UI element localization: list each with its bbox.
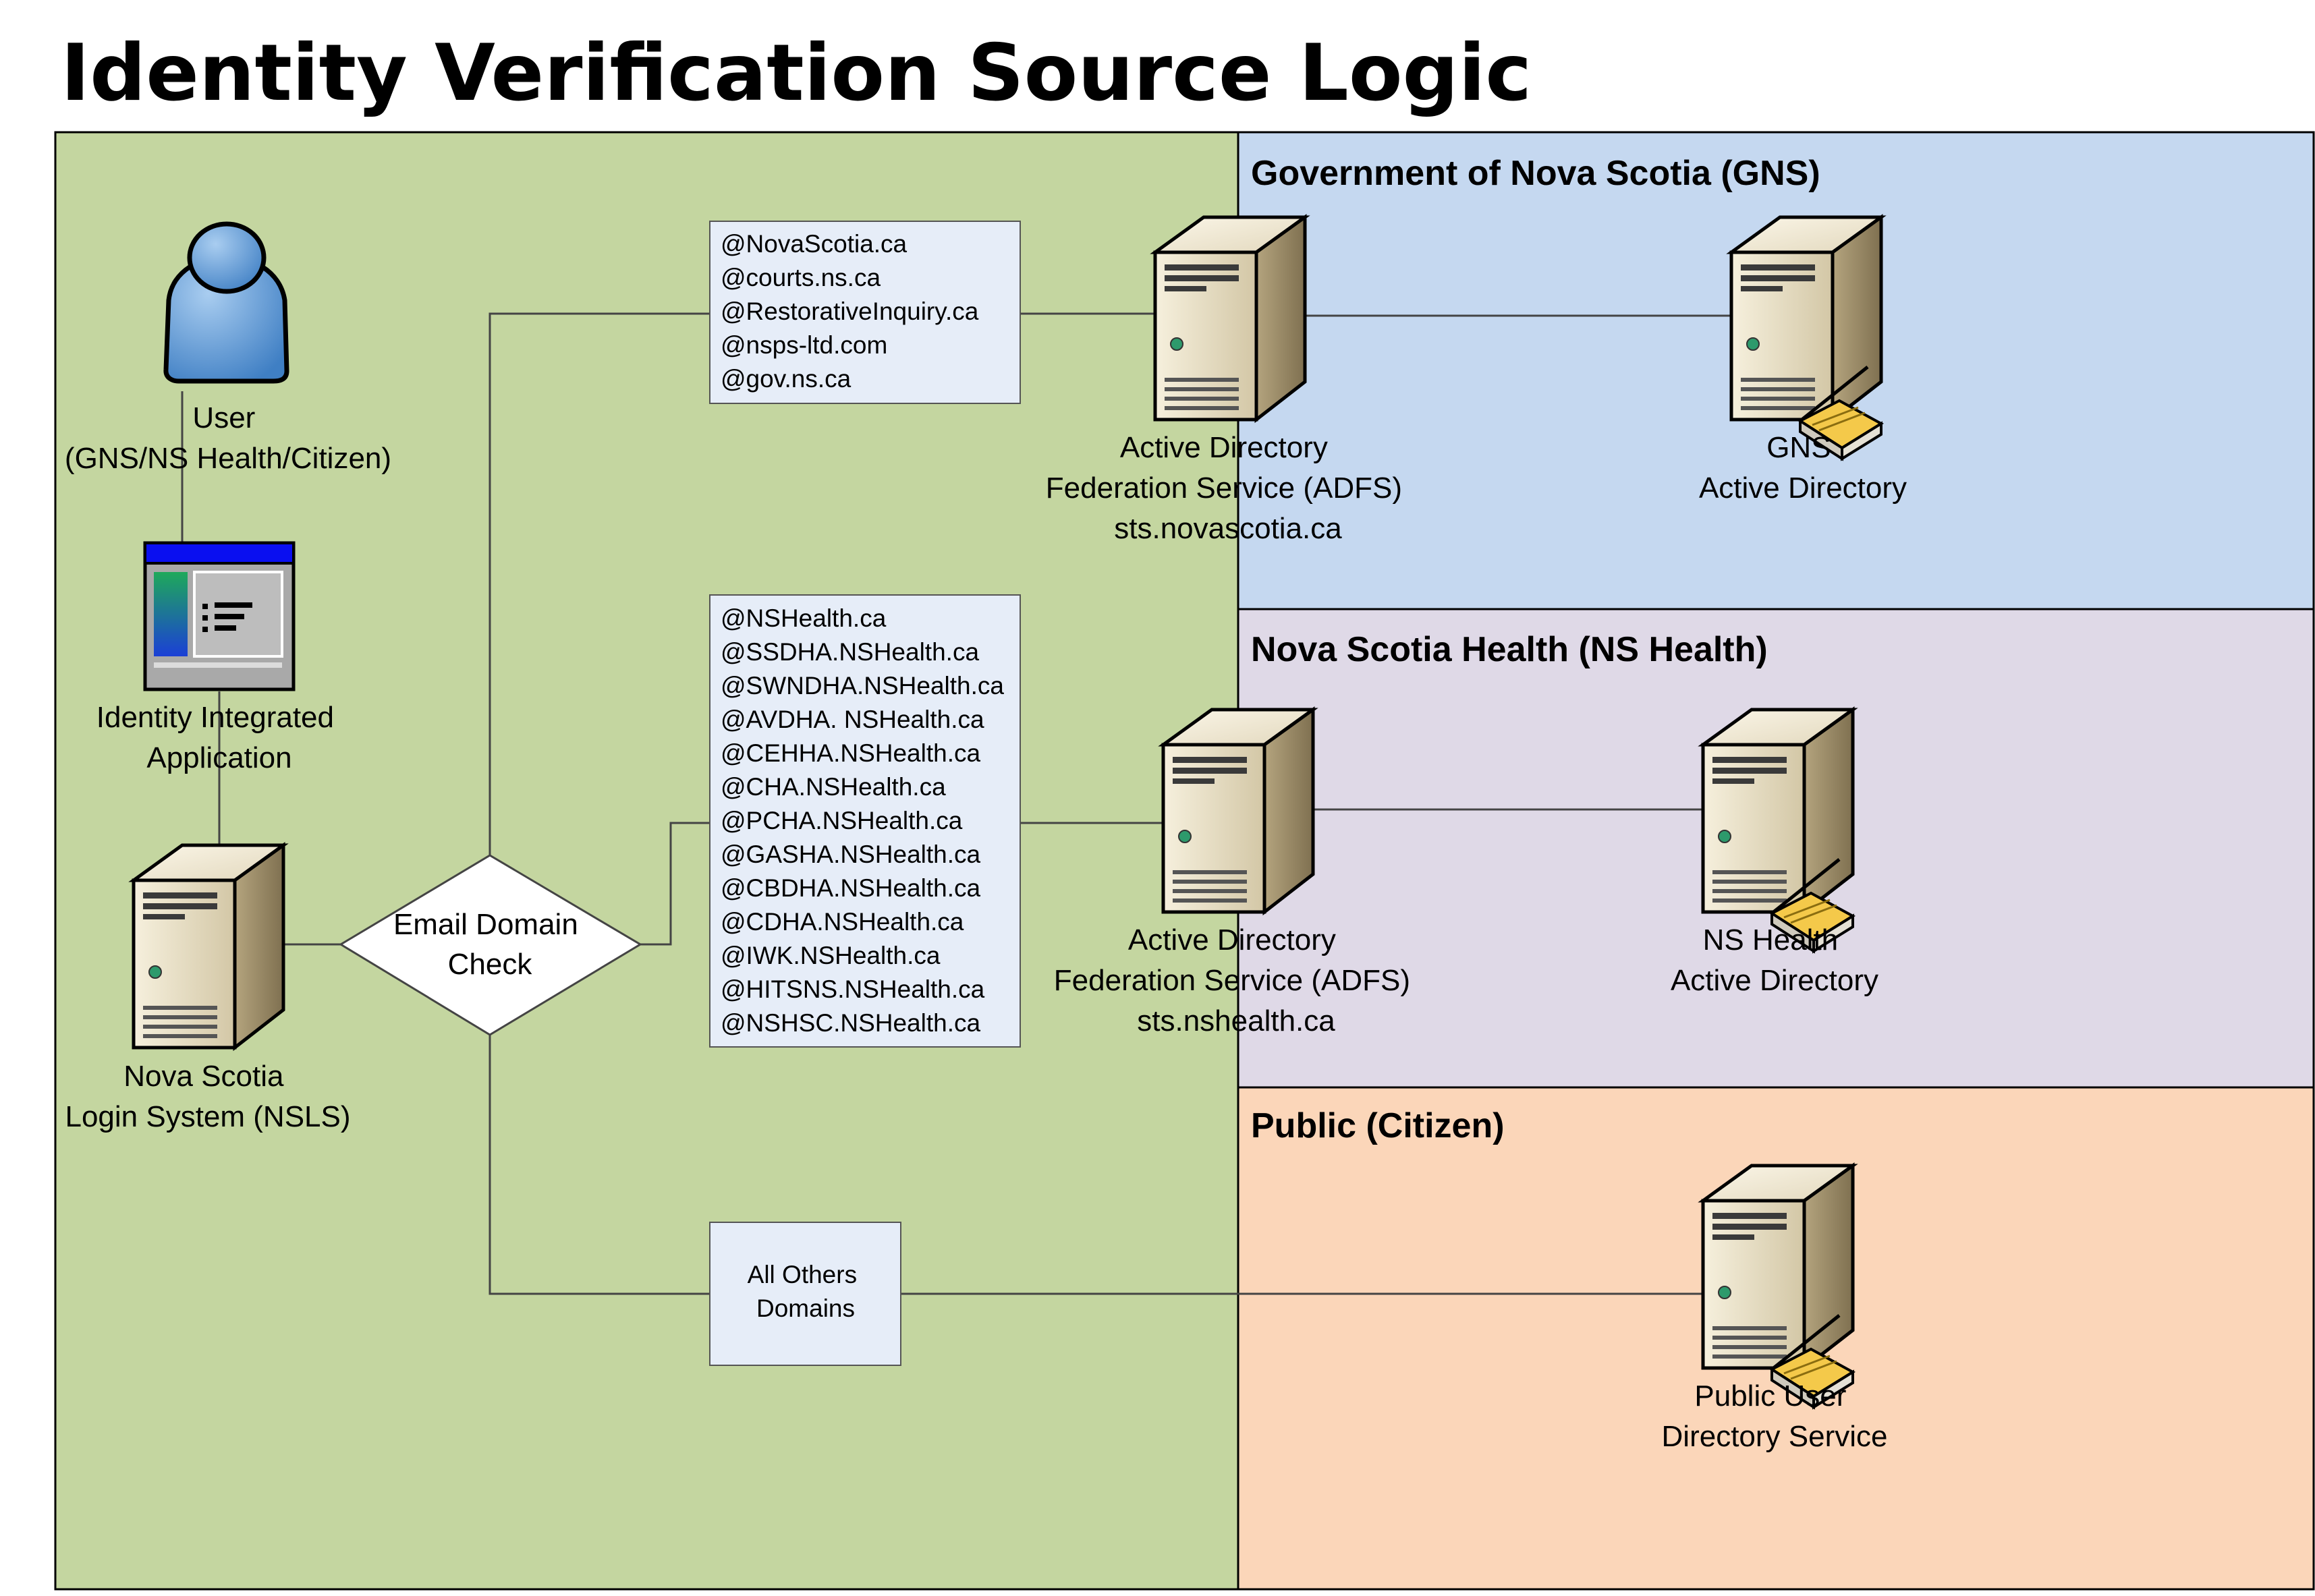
nshealth-domain-list: @NSHealth.ca @SSDHA.NSHealth.ca @SWNDHA.…	[721, 604, 1011, 1037]
nsls-label-line1: Nova Scotia	[123, 1060, 284, 1093]
adfs-nshealth-label: Active Directory Federation Service (ADF…	[1054, 923, 1418, 1037]
other-domains-line1: All Others	[748, 1261, 857, 1288]
nshealth-domain-item: @SWNDHA.NSHealth.ca	[721, 672, 1004, 700]
adfs-nshealth-label-line2: Federation Service (ADFS)	[1054, 964, 1410, 997]
nshealth-domain-item: @CBDHA.NSHealth.ca	[721, 874, 980, 902]
nshealth-domain-list-box	[709, 594, 1021, 1048]
connectors	[181, 312, 1731, 1295]
nshealth-domain-item: @CDHA.NSHealth.ca	[721, 908, 964, 936]
nshealth-ad-label-line1: NS Health	[1703, 923, 1839, 957]
gns-domain-item: @courts.ns.ca	[721, 264, 881, 291]
nshealth-domain-item: @NSHealth.ca	[721, 604, 887, 632]
user-label-line2: (GNS/NS Health/Citizen)	[65, 442, 391, 475]
gns-ad-label: GNS Active Directory	[1699, 431, 1907, 505]
application-window-icon	[143, 541, 296, 691]
adfs-nshealth-label-line3: sts.nshealth.ca	[1137, 1004, 1335, 1037]
email-domain-check-diamond	[339, 854, 642, 1036]
nshealth-domain-item: @SSDHA.NSHealth.ca	[721, 638, 979, 666]
adfs-gns-server-icon	[1155, 217, 1305, 420]
user-label: User (GNS/NS Health/Citizen)	[65, 401, 391, 475]
gns-domain-list: @NovaScotia.ca @courts.ns.ca @Restorativ…	[721, 230, 986, 393]
nshealth-zone-title: Nova Scotia Health (NS Health)	[1251, 630, 1768, 669]
decision-label-line2: Check	[448, 948, 533, 981]
user-icon	[163, 221, 289, 384]
nshealth-ad-label-line2: Active Directory	[1671, 964, 1878, 997]
page-title: Identity Verification Source Logic	[61, 28, 1532, 119]
gns-zone-title: Government of Nova Scotia (GNS)	[1251, 154, 1820, 193]
nshealth-domain-item: @NSHSC.NSHealth.ca	[721, 1009, 980, 1037]
adfs-gns-label: Active Directory Federation Service (ADF…	[1046, 431, 1410, 545]
connector-decision-gns	[489, 312, 710, 855]
other-domains-box	[709, 1222, 901, 1366]
gns-domain-item: @gov.ns.ca	[721, 365, 852, 393]
nshealth-domain-item: @CHA.NSHealth.ca	[721, 773, 946, 801]
adfs-nshealth-label-line1: Active Directory	[1128, 923, 1336, 957]
adfs-gns-label-line3: sts.novascotia.ca	[1114, 512, 1342, 545]
nshealth-domain-item: @PCHA.NSHealth.ca	[721, 807, 963, 834]
nshealth-ad-label: NS Health Active Directory	[1671, 923, 1878, 997]
public-dir-label-line1: Public User	[1694, 1379, 1846, 1413]
public-dir-label-line2: Directory Service	[1662, 1420, 1888, 1453]
nshealth-domain-item: @HITSNS.NSHealth.ca	[721, 975, 985, 1003]
connector-decision-nshealth	[640, 822, 710, 946]
connector-decision-others	[489, 1035, 710, 1295]
app-label-line2: Application	[146, 741, 291, 774]
decision-label-line1: Email Domain	[393, 908, 578, 941]
gns-ad-label-line1: GNS	[1766, 431, 1831, 464]
adfs-gns-label-line2: Federation Service (ADFS)	[1046, 472, 1402, 505]
public-zone-title: Public (Citizen)	[1251, 1106, 1505, 1145]
gns-domain-item: @RestorativeInquiry.ca	[721, 297, 979, 325]
adfs-gns-label-line1: Active Directory	[1120, 431, 1328, 464]
nsls-label-line2: Login System (NSLS)	[65, 1100, 350, 1133]
adfs-nshealth-server-icon	[1163, 710, 1313, 912]
decision-label: Email Domain Check	[393, 908, 586, 981]
public-dir-label: Public User Directory Service	[1662, 1379, 1888, 1453]
app-label: Identity Integrated Application	[96, 701, 342, 774]
app-label-line1: Identity Integrated	[96, 701, 334, 734]
other-domains-line2: Domains	[756, 1294, 855, 1322]
gns-domain-list-box	[709, 221, 1021, 404]
other-domains-label: All Others Domains	[748, 1261, 864, 1322]
gns-ad-label-line2: Active Directory	[1699, 472, 1907, 505]
gns-domain-item: @NovaScotia.ca	[721, 230, 908, 258]
nsls-server-icon	[134, 845, 283, 1048]
nsls-label: Nova Scotia Login System (NSLS)	[65, 1060, 350, 1133]
user-label-line1: User	[192, 401, 255, 434]
nshealth-domain-item: @AVDHA. NSHealth.ca	[721, 706, 984, 733]
nshealth-domain-item: @CEHHA.NSHealth.ca	[721, 739, 980, 767]
nshealth-domain-item: @GASHA.NSHealth.ca	[721, 840, 981, 868]
nshealth-domain-item: @IWK.NSHealth.ca	[721, 942, 941, 969]
gns-domain-item: @nsps-ltd.com	[721, 331, 887, 359]
